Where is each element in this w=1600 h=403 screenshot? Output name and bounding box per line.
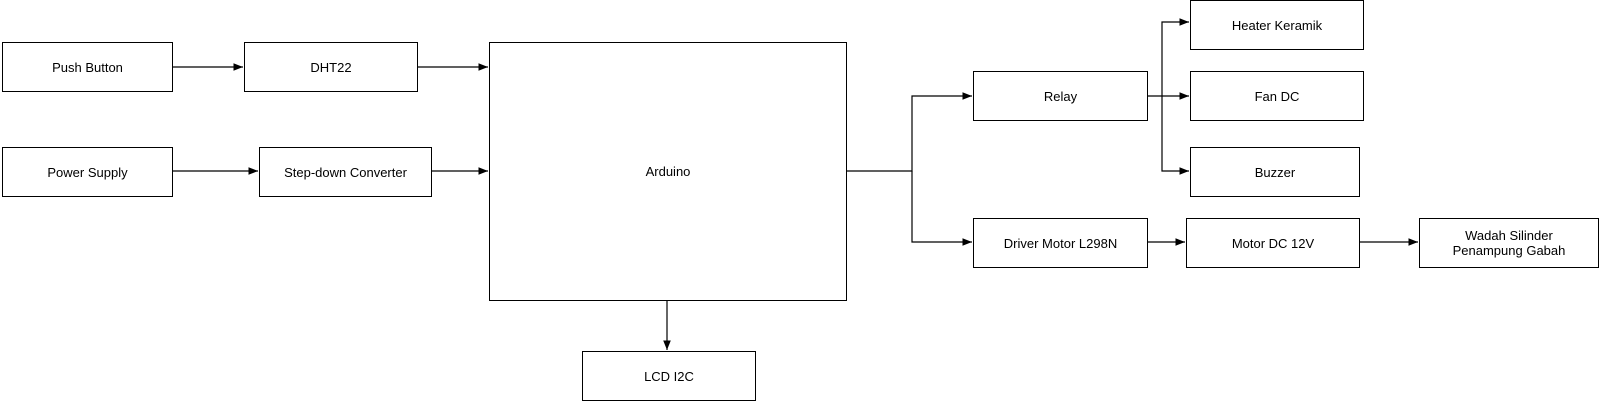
driver-motor-block: Driver Motor L298N	[973, 218, 1148, 268]
dht22-block: DHT22	[244, 42, 418, 92]
wadah-silinder-block: Wadah Silinder Penampung Gabah	[1419, 218, 1599, 268]
lcd-i2c-block: LCD I2C	[582, 351, 756, 401]
heater-keramik-block: Heater Keramik	[1190, 0, 1364, 50]
wire-arduino-relay	[846, 92, 972, 172]
step-down-converter-block: Step-down Converter	[259, 147, 432, 197]
relay-block: Relay	[973, 71, 1148, 121]
buzzer-block: Buzzer	[1190, 147, 1360, 197]
push-button-block: Push Button	[2, 42, 173, 92]
wire-relay-buzzer	[1161, 96, 1189, 175]
motor-dc-block: Motor DC 12V	[1186, 218, 1360, 268]
fan-dc-block: Fan DC	[1190, 71, 1364, 121]
wire-relay-heater	[1147, 18, 1189, 97]
wire-arduino-driver-motor	[911, 171, 972, 246]
arduino-block: Arduino	[489, 42, 847, 301]
power-supply-block: Power Supply	[2, 147, 173, 197]
